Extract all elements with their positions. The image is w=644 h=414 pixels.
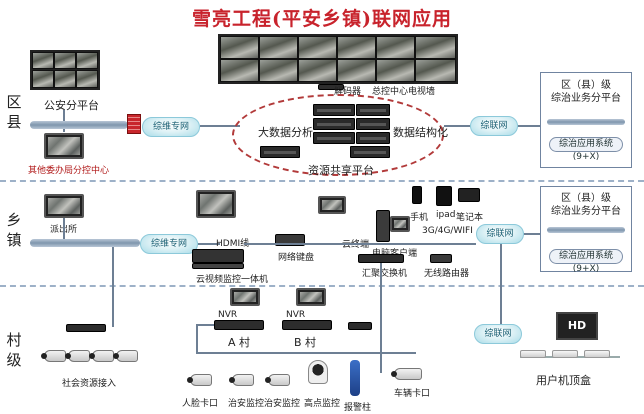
big-data-label: 大数据分析 bbox=[258, 126, 313, 139]
hdmi-label: HDMI线 bbox=[216, 239, 250, 249]
town-monitor bbox=[196, 190, 236, 218]
phone-label: 手机 bbox=[410, 213, 429, 223]
ipad-label: ipad bbox=[436, 210, 456, 220]
set-top-box bbox=[520, 350, 546, 358]
alarm-post-label: 报警柱 bbox=[344, 403, 372, 413]
tier-label-county: 区 县 bbox=[6, 93, 22, 131]
vehicle-gate-label: 车辆卡口 bbox=[394, 389, 431, 399]
tier-divider-county-town bbox=[0, 180, 644, 182]
county-app-system: 综治应用系统(9+X) bbox=[549, 137, 623, 162]
county-right-link: 综联网 bbox=[470, 116, 518, 136]
page-title: 雪亮工程(平安乡镇)联网应用 bbox=[192, 8, 452, 30]
sharing-platform-label: 资源共享平台 bbox=[308, 164, 374, 177]
phone-device bbox=[412, 186, 422, 204]
central-video-wall bbox=[218, 34, 458, 84]
server-unit bbox=[356, 118, 390, 130]
structuring-label: 数据结构化 bbox=[393, 126, 448, 139]
camera-icon bbox=[65, 350, 90, 362]
social-nvr bbox=[66, 324, 106, 332]
dome-camera-icon bbox=[308, 360, 328, 384]
set-top-box bbox=[552, 350, 578, 358]
firewall-icon bbox=[127, 114, 141, 134]
tier-divider-town-village bbox=[0, 285, 644, 287]
vehicle-gate-camera bbox=[391, 368, 422, 380]
laptop-label: 笔记本 bbox=[456, 213, 484, 223]
alarm-post-icon bbox=[350, 360, 360, 396]
keyboard-label: 网络键盘 bbox=[278, 253, 315, 263]
server-unit bbox=[350, 146, 390, 158]
stb-label: 用户机顶盒 bbox=[536, 374, 591, 387]
police-platform-label: 公安分平台 bbox=[44, 99, 99, 112]
server-unit bbox=[313, 104, 355, 116]
switch-label: 汇聚交换机 bbox=[362, 269, 408, 279]
nvr-b-label: NVR bbox=[286, 310, 306, 320]
decoder-device bbox=[318, 84, 344, 90]
other-center-monitor bbox=[44, 133, 84, 159]
town-box-heading-1: 区（县）级 bbox=[561, 193, 611, 204]
town-right-link: 综联网 bbox=[476, 224, 524, 244]
security-cam-1-label: 治安监控 bbox=[228, 399, 265, 409]
town-left-bus bbox=[30, 239, 140, 247]
server-unit bbox=[356, 132, 390, 144]
tier-label-village: 村 级 bbox=[6, 331, 22, 369]
village-b-label: B 村 bbox=[294, 336, 317, 349]
server-unit bbox=[260, 146, 300, 158]
cloud-all-in-one-label: 云视频监控一体机 bbox=[196, 275, 269, 285]
wireless-router bbox=[430, 254, 452, 263]
county-box-heading-2: 综治业务分平台 bbox=[551, 93, 621, 104]
town-box-heading-2: 综治业务分平台 bbox=[551, 206, 621, 217]
nvr-a-device bbox=[214, 320, 264, 330]
server-unit bbox=[356, 104, 390, 116]
tier-label-town: 乡 镇 bbox=[6, 211, 22, 249]
high-point-label: 高点监控 bbox=[304, 399, 341, 409]
router-label: 无线路由器 bbox=[424, 269, 470, 279]
town-app-system: 综治应用系统(9+X) bbox=[549, 249, 623, 274]
decoder-label: 解码器 bbox=[334, 87, 362, 97]
server-unit bbox=[313, 118, 355, 130]
cloud-all-in-one-base bbox=[192, 263, 244, 269]
camera-icon bbox=[41, 350, 66, 362]
village-a-label: A 村 bbox=[228, 336, 251, 349]
wireless-label: 3G/4G/WIFI bbox=[422, 226, 473, 236]
cloud-terminal-monitor bbox=[318, 196, 346, 214]
county-left-link: 综维专网 bbox=[142, 117, 200, 137]
server-unit bbox=[313, 132, 355, 144]
county-business-box: 区（县）级 综治业务分平台 综治应用系统(9+X) bbox=[540, 72, 632, 168]
cloud-terminal-label: 云终端 bbox=[342, 240, 370, 250]
camera-icon bbox=[113, 350, 138, 362]
security-camera-2 bbox=[265, 374, 290, 386]
county-box-heading-1: 区（县）级 bbox=[561, 80, 611, 91]
village-switch bbox=[348, 322, 372, 330]
town-left-link: 综维专网 bbox=[140, 234, 198, 254]
county-left-bus bbox=[30, 121, 128, 129]
face-gate-label: 人脸卡口 bbox=[182, 399, 219, 409]
social-access-label: 社会资源接入 bbox=[62, 379, 117, 389]
other-centers-label: 其他委办局分控中心 bbox=[28, 166, 110, 176]
set-top-box bbox=[584, 350, 610, 358]
pc-tower bbox=[376, 210, 390, 242]
nvr-a-monitor bbox=[230, 288, 260, 306]
command-wall-label: 总控中心电视墙 bbox=[372, 87, 436, 97]
hd-tv-icon: HD bbox=[556, 312, 598, 340]
sharing-platform-ellipse bbox=[232, 94, 444, 176]
nvr-b-monitor bbox=[296, 288, 326, 306]
pc-monitor bbox=[390, 216, 410, 232]
cloud-all-in-one-device bbox=[192, 249, 244, 263]
village-right-link: 综联网 bbox=[474, 324, 522, 344]
laptop-device bbox=[458, 188, 480, 202]
camera-icon bbox=[89, 350, 114, 362]
nvr-a-label: NVR bbox=[218, 310, 238, 320]
aggregation-switch bbox=[358, 254, 404, 263]
security-cam-2-label: 治安监控 bbox=[264, 399, 301, 409]
nvr-b-device bbox=[282, 320, 332, 330]
police-video-wall bbox=[30, 50, 100, 90]
security-camera-1 bbox=[229, 374, 254, 386]
station-monitor bbox=[44, 194, 84, 218]
ipad-device bbox=[436, 186, 452, 206]
face-gate-camera bbox=[187, 374, 212, 386]
town-business-box: 区（县）级 综治业务分平台 综治应用系统(9+X) bbox=[540, 186, 632, 274]
